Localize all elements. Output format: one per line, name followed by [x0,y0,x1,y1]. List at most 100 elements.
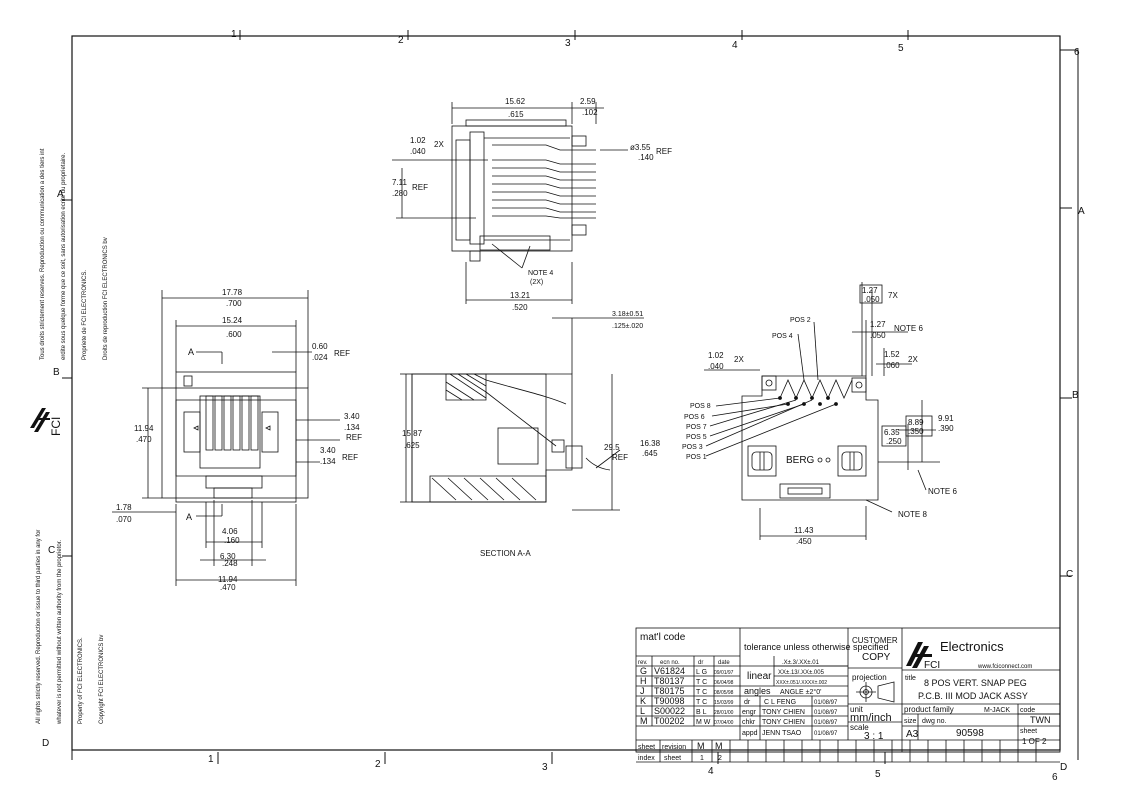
dim-pcb-p3-mult: 2X [908,355,918,364]
dim-front-b1-in: .160 [224,536,240,545]
dim-pcb-bottom-in: .450 [796,537,812,546]
dim-front-b3: 11.94 [218,575,238,584]
rev-row-0-rev: G [640,666,647,676]
dim-front-r2: 3.40 [320,446,336,455]
section-title: SECTION A-A [480,549,531,558]
sign-0-role: dr [744,699,751,706]
border [62,30,1079,764]
sign-2-date: 01/08/97 [814,720,838,726]
dim-pcb-r2: 9.91 [938,414,954,423]
dim-top-dia-ref: REF [656,147,672,156]
tol-line-3: XXX±.051/.XXXX±.002 [776,680,827,686]
dim-top-pitch-in: .040 [410,147,426,156]
dim-top-height-ref: REF [412,183,428,192]
notice-fr-line-2: erdite sous quelque forme que ce soit, s… [61,152,67,360]
unit-label: unit [850,705,864,714]
dim-top-right: 2.59 [580,97,596,106]
sign-1-name: TONY CHIEN [762,709,805,716]
dim-pcb-bottom: 11.43 [794,526,814,535]
sign-2-role: chkr [742,719,756,726]
zone-left-b: B [53,367,60,378]
zone-top-2: 2 [398,35,404,46]
dim-front-left-in: .470 [136,435,152,444]
dim-pcb-p3-in: .060 [884,361,900,370]
rev-row-0-ecn: V61824 [654,666,685,676]
dim-front-b3-in: .470 [220,583,236,592]
dim-front-r2-ref: REF [342,453,358,462]
zone-bottom-6: 6 [1052,772,1058,783]
pos-label-7: POS 7 [686,424,707,431]
rev-row-2-date: 08/05/98 [714,690,734,696]
dim-pcb-p3: 1.52 [884,350,900,359]
rev-row-0-date: 09/01/97 [714,670,734,676]
dim-top-width: 15.62 [505,97,526,106]
margin-fci-logo: FCI [30,408,63,436]
zone-left-a: A [57,189,64,200]
rev-row-1-dr: T C [696,679,707,686]
sheet-row-0: sheet [638,744,655,751]
dim-front-r1-ref: REF [346,433,362,442]
sheet-row-1: revision [662,744,686,751]
title-label: title [905,675,916,682]
index-row-0: index [638,755,655,762]
top-view-note: NOTE 4 [528,270,553,277]
index-row-2: 1 [700,755,704,762]
dim-top-pitch: 1.02 [410,136,426,145]
angle-tolerance: ANGLE ±2°0' [780,688,821,696]
tol-line-2: XX±.13/.XX±.005 [778,670,825,676]
pos-label-8: POS 8 [690,403,711,410]
dwg-no-value: 90598 [956,728,984,739]
pos-label-5: POS 5 [686,434,707,441]
zone-top-4: 4 [732,40,738,51]
dim-section-top: 3.18±0.51 [612,311,643,318]
company-logo-text: FCI [924,660,940,671]
zone-right-a: A [1078,206,1085,217]
rev-row-3-rev: K [640,696,646,706]
pcb-view-dims: 1.27 .050 7X 1.27 .050 NOTE 6 1.52 .060 … [682,284,957,546]
drawing-title-line-2: P.C.B. III MOD JACK ASSY [918,691,1028,701]
title-block [635,627,1061,763]
pcb-brand: BERG [786,455,815,466]
dim-top-bottom-in: .520 [512,303,528,312]
dim-pcb-r3-in: .250 [886,437,902,446]
margin-notice-french: Tous droits strictement reserves. Reprod… [26,149,117,360]
code-label: code [1020,707,1035,714]
dim-pcb-left-in: .040 [708,362,724,371]
scale-value: 3 : 1 [864,731,884,742]
zone-left-c: C [48,545,55,556]
margin-notice-english: All rights strictly reserved. Reproducti… [22,530,113,724]
size-label: size [904,718,917,725]
dim-pcb-p1: 1.27 [862,286,878,295]
rev-row-3-date: 15/03/99 [714,700,734,706]
product-family-label: product family [904,705,954,714]
zone-labels: 1 2 3 4 5 6 1 2 3 4 5 6 A B C D A B C D [42,29,1085,783]
pos-label-2: POS 2 [790,317,811,324]
dim-section-angle-ref: REF [612,453,628,462]
section-view [400,317,644,511]
rev-row-1-ecn: T80137 [654,676,685,686]
scale-label: scale [850,723,869,732]
rev-row-5-ecn: T00202 [654,716,685,726]
rev-row-2-ecn: T80175 [654,686,685,696]
dim-top-bottom: 13.21 [510,291,531,300]
rev-row-4-ecn: S00022 [654,706,685,716]
dim-pcb-p1-mult: 7X [888,291,898,300]
notice-fr-line-3: Propriete de FCI ELECTRONICS. [82,269,88,360]
pcb-view [704,282,940,540]
dim-front-overall-in: .700 [226,299,242,308]
zone-top-1: 1 [231,29,237,40]
company-website: www.fciconnect.com [977,664,1032,670]
section-marker-top: A [188,347,194,357]
pos-label-6: POS 6 [684,414,705,421]
company-name: Electronics [940,639,1004,654]
dim-section-right-in: .645 [642,449,658,458]
notice-fr-line-1: Tous droits strictement reserves. Reprod… [40,148,46,360]
dim-front-inner-in: .600 [226,330,242,339]
section-marker-bottom: A [186,512,192,522]
dim-pcb-r1-in: .350 [908,427,924,436]
dim-pcb-p2-note: NOTE 6 [894,324,923,333]
rev-row-1-date: 06/04/98 [714,680,734,686]
pcb-note8: NOTE 8 [898,510,927,519]
dim-front-overall: 17.78 [222,288,243,297]
